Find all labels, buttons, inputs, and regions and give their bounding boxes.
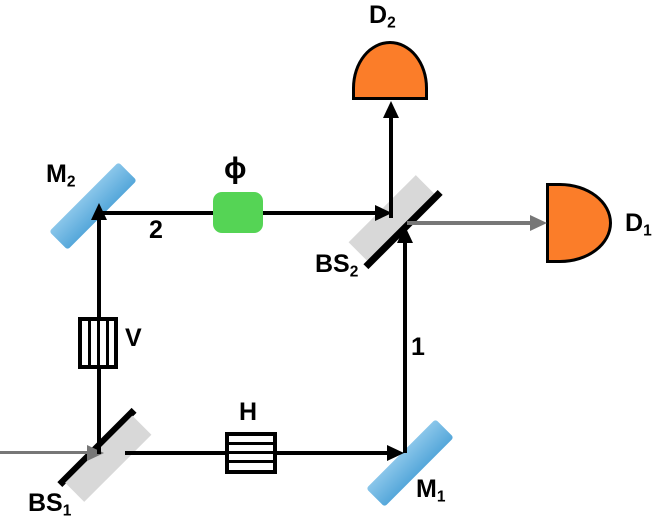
m1-label-base: M xyxy=(416,475,437,503)
h-polarizer-stripe xyxy=(229,442,273,445)
d2-label-sub: 2 xyxy=(387,14,396,32)
path2-number: 2 xyxy=(149,216,163,244)
input-beam-line xyxy=(0,450,90,454)
d1-label-base: D xyxy=(625,209,644,237)
bs2-label-sub: 2 xyxy=(349,263,359,281)
bs1-glass xyxy=(64,415,151,502)
m1-label-sub: 1 xyxy=(436,488,446,506)
bs1-label-sub: 1 xyxy=(62,502,72,520)
d1-label-sub: 1 xyxy=(643,222,652,240)
input-beam-arrowhead xyxy=(87,444,104,461)
v-polarizer-stripe xyxy=(97,321,100,365)
m1-label: M1 xyxy=(416,476,445,506)
h-polarizer-box xyxy=(225,432,277,474)
bs2-label-base: BS xyxy=(315,250,350,278)
d2-label: D2 xyxy=(369,2,396,32)
beam-bs2-d2 xyxy=(389,118,393,218)
bs2-d1-arrowhead xyxy=(530,215,547,231)
path1-right-arrowhead xyxy=(387,445,404,461)
path1-up-arrowhead xyxy=(397,226,413,243)
v-polarizer-stripe xyxy=(106,321,109,365)
beam-bs2-d1 xyxy=(407,221,530,225)
v-polarizer-box xyxy=(78,317,118,369)
path1-label: 1 xyxy=(411,334,425,360)
v-polarizer-label: V xyxy=(125,325,142,351)
h-polarizer-label: H xyxy=(239,399,257,425)
d1-label: D1 xyxy=(625,210,652,240)
m2-label-sub: 2 xyxy=(66,173,76,191)
bs1-label-base: BS xyxy=(28,489,63,517)
h-polarizer-stripe xyxy=(229,460,273,463)
beam-splitter-bs1 xyxy=(56,407,155,506)
d2-label-base: D xyxy=(369,1,388,29)
path2-right-arrowhead xyxy=(375,205,392,221)
h-polarizer-stripe xyxy=(229,451,273,454)
path1-number: 1 xyxy=(411,333,425,361)
phi-symbol: ϕ xyxy=(224,152,247,185)
m2-label: M2 xyxy=(46,161,75,191)
detector-d2 xyxy=(352,41,428,100)
path2-label: 2 xyxy=(149,217,163,243)
v-polarizer-stripe xyxy=(88,321,91,365)
phase-shifter-label: ϕ xyxy=(224,153,247,185)
phase-shifter-box xyxy=(213,192,263,233)
bs1-label: BS1 xyxy=(28,490,71,520)
v-letter: V xyxy=(125,324,142,352)
detector-d1 xyxy=(546,183,612,263)
h-letter: H xyxy=(239,398,258,426)
bs2-label: BS2 xyxy=(315,251,358,281)
beam-path1-vertical xyxy=(403,243,407,453)
beam-splitter-bs2 xyxy=(344,171,443,270)
m2-label-base: M xyxy=(46,160,67,188)
bs2-d2-arrowhead xyxy=(383,101,399,118)
